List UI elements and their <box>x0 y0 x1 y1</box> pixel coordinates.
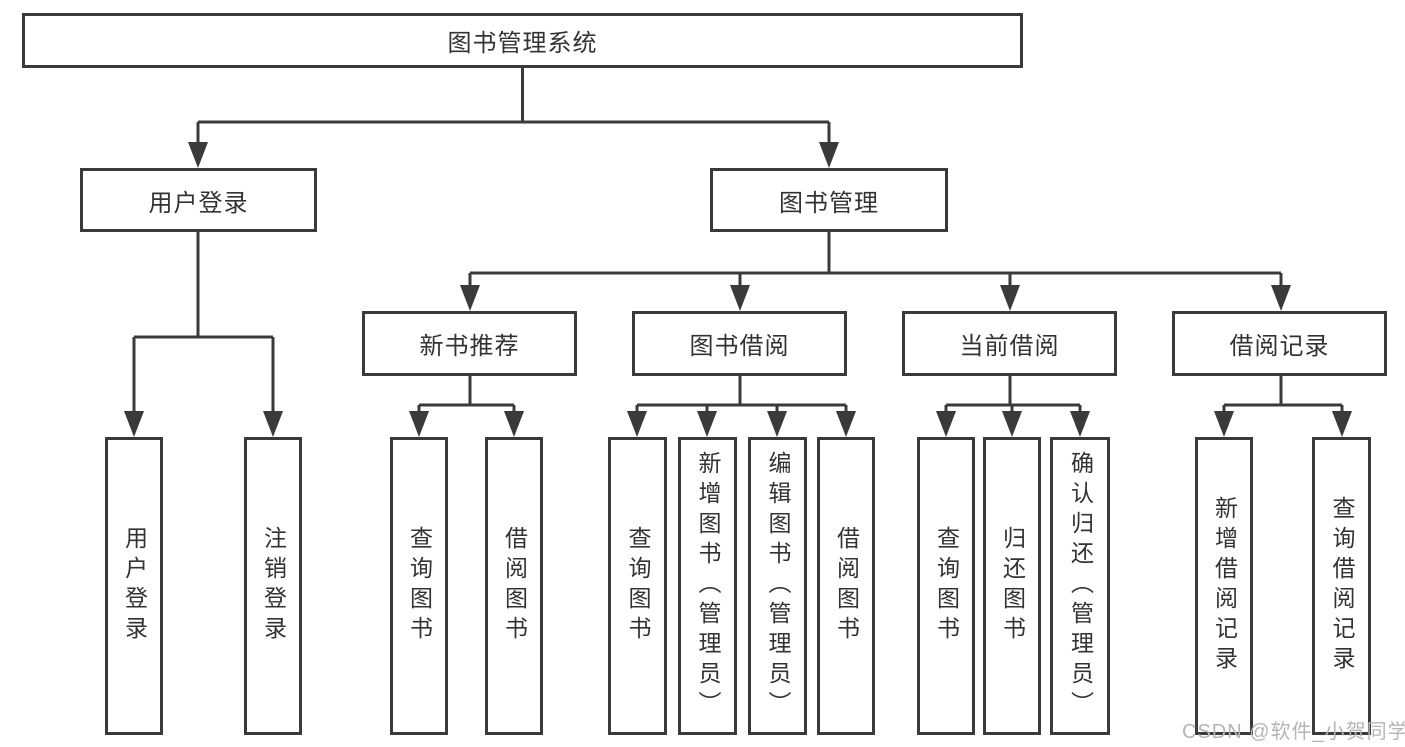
leaf-records-query-record: 查询借阅记录 <box>1312 437 1371 735</box>
watermark-text: CSDN @软件_小贺同学 <box>1182 721 1405 743</box>
leaf-borrow-borrow-books: 借阅图书 <box>817 437 875 735</box>
leaf-user-login: 用户登录 <box>105 437 163 735</box>
node-root-book-management-system: 图书管理系统 <box>22 13 1023 68</box>
leaf-current-query-books: 查询图书 <box>917 437 975 735</box>
leaf-newrec-query-books: 查询图书 <box>390 437 448 735</box>
node-book-management: 图书管理 <box>710 168 948 232</box>
leaf-current-return-books: 归还图书 <box>983 437 1041 735</box>
leaf-borrow-query-books: 查询图书 <box>608 437 667 735</box>
node-book-borrowing: 图书借阅 <box>632 311 847 376</box>
leaf-logout: 注销登录 <box>244 437 302 735</box>
leaf-newrec-borrow-books: 借阅图书 <box>485 437 543 735</box>
node-current-borrowing: 当前借阅 <box>902 311 1117 376</box>
leaf-current-confirm-return-admin: 确认归还（管理员） <box>1050 437 1110 735</box>
leaf-borrow-edit-books-admin: 编辑图书（管理员） <box>748 437 807 735</box>
node-borrowing-records: 借阅记录 <box>1172 311 1387 376</box>
node-new-book-recommend: 新书推荐 <box>362 311 577 376</box>
leaf-records-add-record: 新增借阅记录 <box>1195 437 1253 735</box>
node-user-login: 用户登录 <box>80 168 317 232</box>
leaf-borrow-add-books-admin: 新增图书（管理员） <box>678 437 737 735</box>
